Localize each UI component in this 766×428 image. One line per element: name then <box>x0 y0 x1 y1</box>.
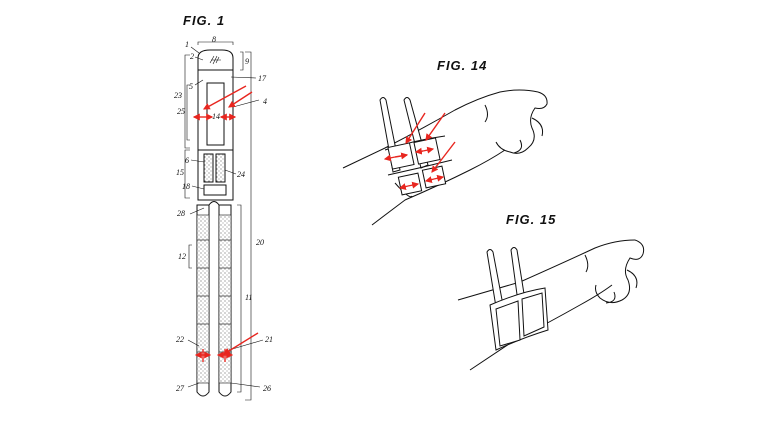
fig-14-pad-lower-left <box>397 172 423 196</box>
ref-17: 17 <box>258 74 267 83</box>
ref-26: 26 <box>263 384 271 393</box>
fig-15-strap-right-tail <box>510 247 526 303</box>
fig-15-arm-outline-top <box>457 239 636 301</box>
ref-21: 21 <box>265 335 273 344</box>
fig-15-wrist-crease <box>584 254 589 273</box>
ref-1: 1 <box>185 40 189 49</box>
ref-18: 18 <box>182 182 190 191</box>
ref-15: 15 <box>176 168 184 177</box>
fig-1-dimension-brackets <box>184 41 252 401</box>
ref-24: 24 <box>237 170 245 179</box>
fig-14-title: FIG. 14 <box>437 58 487 73</box>
fig-14-pad-upper-right <box>413 137 441 165</box>
ref-28: 28 <box>177 209 185 218</box>
ref-14: 14 <box>212 112 220 121</box>
fig-1-reference-numerals: 1 8 2 9 5 17 4 23 25 14 6 24 15 18 28 20… <box>174 35 273 393</box>
cap-logo-mark <box>209 55 221 65</box>
ref-2: 2 <box>190 52 194 61</box>
ref-22: 22 <box>176 335 184 344</box>
fig-15: FIG. 15 <box>457 212 645 371</box>
buckle-pad-left <box>203 153 214 183</box>
ref-4: 4 <box>263 97 267 106</box>
ref-23: 23 <box>174 91 182 100</box>
ref-6: 6 <box>185 156 189 165</box>
buckle-pad-right <box>215 153 226 183</box>
ref-12: 12 <box>178 252 186 261</box>
ref-20: 20 <box>256 238 264 247</box>
ref-5: 5 <box>189 82 193 91</box>
tail-right-loop-fabric <box>218 214 232 384</box>
fig-14-arm-outline-top <box>342 89 539 169</box>
ref-11: 11 <box>245 293 252 302</box>
tail-left-loop-fabric <box>196 214 210 384</box>
ref-25: 25 <box>177 107 185 116</box>
fig-15-band-inner-right <box>521 292 545 337</box>
fig-14-arm-outline-bottom <box>371 149 506 226</box>
fig-15-band-inner-left <box>495 300 521 347</box>
fig-15-title: FIG. 15 <box>506 212 556 227</box>
fig-14: FIG. 14 <box>342 58 548 226</box>
tail-split-28 <box>208 201 220 206</box>
fig-14-hand <box>495 91 548 154</box>
ref-8: 8 <box>212 35 216 44</box>
ref-27: 27 <box>176 384 185 393</box>
fig-1: FIG. 1 <box>174 13 273 401</box>
fig-14-red-annotations <box>383 112 456 190</box>
fig-1-leader-lines <box>187 46 264 388</box>
ref-9: 9 <box>245 57 249 66</box>
buckle-tab-18 <box>203 184 227 196</box>
fig-1-red-annotations <box>192 85 259 362</box>
fig-15-strap-left-tail <box>486 249 504 308</box>
fig-15-hand <box>595 239 645 304</box>
fig-14-wrist-crease <box>484 104 488 123</box>
fig-1-title: FIG. 1 <box>183 13 225 28</box>
